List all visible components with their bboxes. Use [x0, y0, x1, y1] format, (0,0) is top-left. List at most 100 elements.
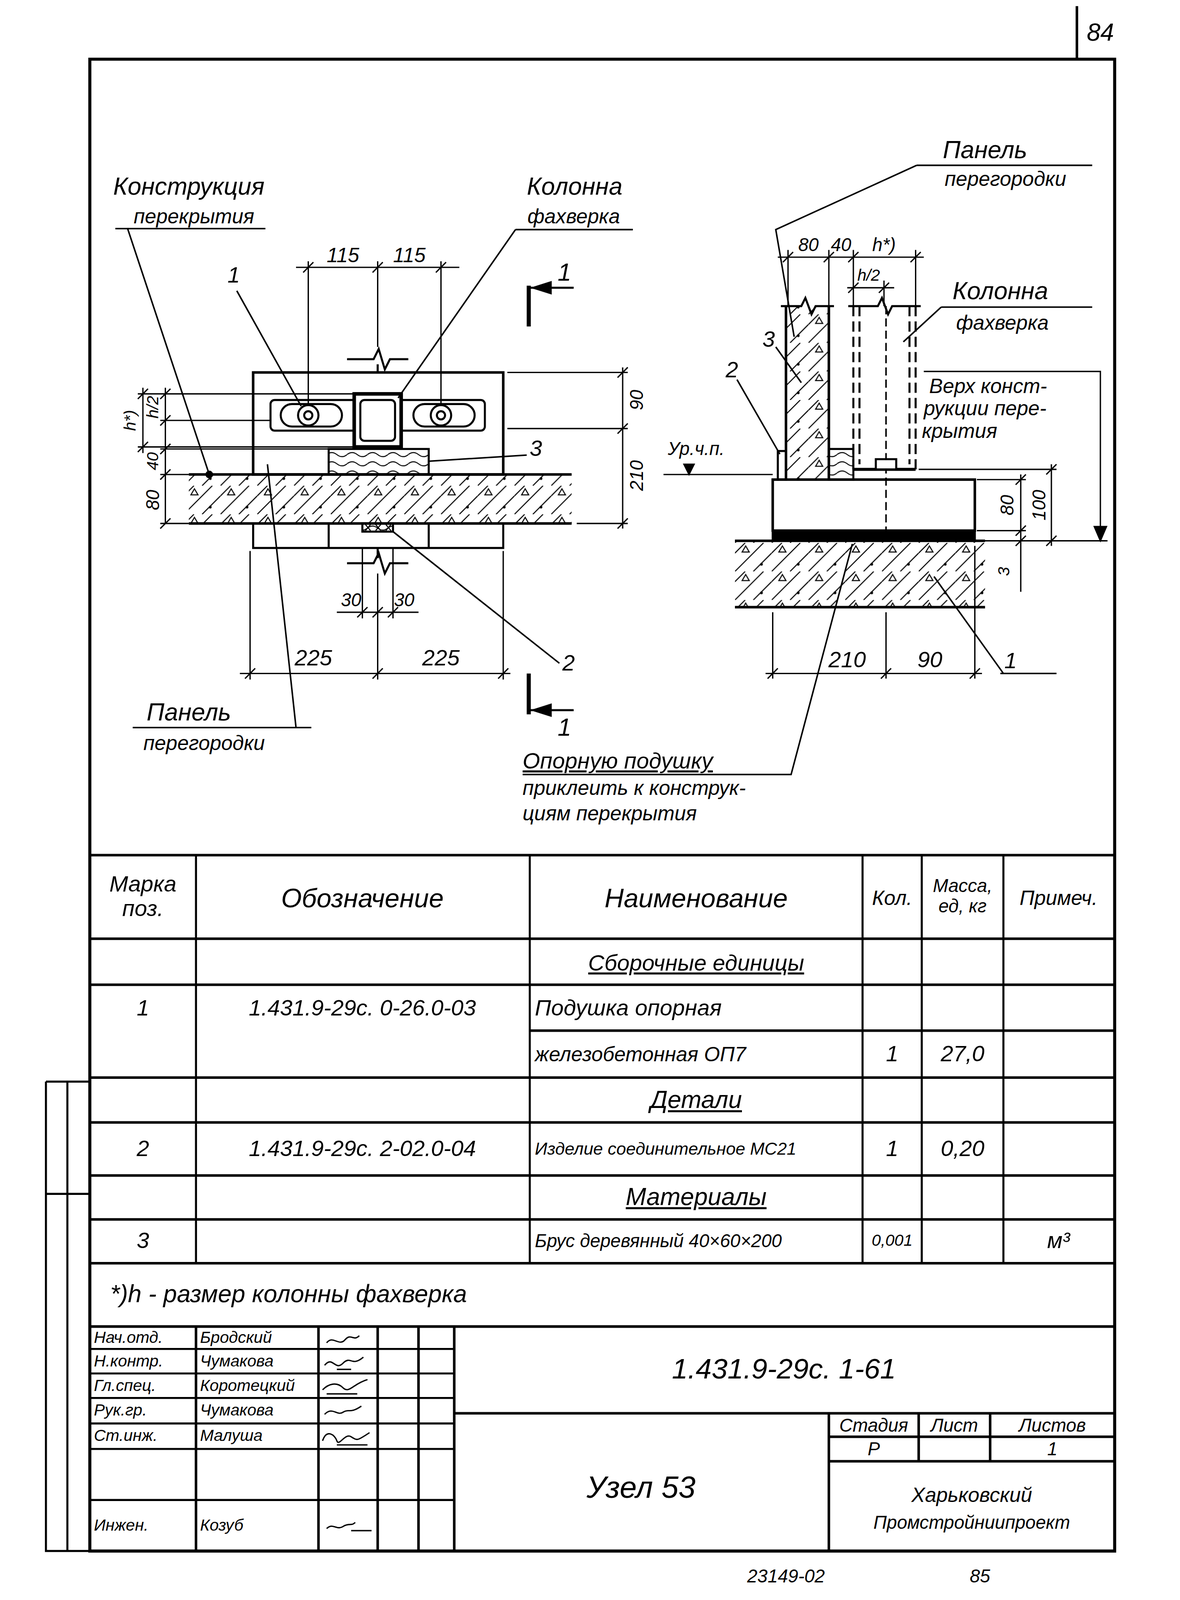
drawing-label: Колонна	[526, 174, 623, 199]
drawing-label: 2	[725, 359, 739, 383]
plan-dimensions-part	[296, 261, 460, 405]
drawing-label: 80	[798, 235, 819, 255]
section-side-view-part	[785, 306, 829, 480]
table-header: Примеч.	[1019, 888, 1098, 909]
title-block-text: Узел 53	[586, 1472, 696, 1504]
drawing-label: 84	[1086, 20, 1114, 45]
sheet-frame	[45, 6, 1115, 1552]
drawing-label: 90	[627, 389, 647, 411]
section-plan-view-part	[354, 394, 402, 448]
drawing-label: Конструкция	[113, 174, 265, 199]
section-plan-view-part	[430, 405, 451, 426]
plan-leaders-part	[132, 464, 312, 728]
drawing-label: 100	[1030, 489, 1049, 521]
drawing-label: Панель	[942, 137, 1027, 163]
title-block-text: Малуша	[200, 1427, 263, 1445]
plan-dimensions-part	[137, 389, 171, 529]
section-plan-view-part	[360, 400, 396, 441]
table-cell: 1	[136, 997, 149, 1020]
drawing-label: 30	[394, 591, 415, 610]
plan-leaders-part	[236, 290, 302, 407]
side-dimensions-part	[1015, 464, 1057, 547]
signatures-part	[326, 1335, 360, 1343]
signatures-part	[322, 1379, 368, 1395]
plan-dimensions-part	[617, 367, 628, 529]
section-plan-view	[188, 349, 572, 574]
title-block-text: 1	[1047, 1440, 1058, 1459]
title-block-grid-part	[196, 1327, 455, 1552]
table-cell: Брус деревянный 40×60×200	[534, 1231, 782, 1251]
drawing-label: фахверка	[956, 312, 1049, 333]
section-plan-view-part	[188, 474, 572, 524]
drawing-label: 1	[557, 715, 572, 741]
plan-dimensions-part	[357, 607, 398, 618]
drawing-label: 1	[1004, 650, 1017, 674]
title-block-text: Харьковский	[911, 1485, 1032, 1506]
table-cell: железобетонная ОП7	[534, 1044, 746, 1065]
section-side-view-part	[853, 306, 916, 470]
title-block-text: Н.контр.	[93, 1353, 164, 1370]
drawing-label: h/2	[857, 267, 880, 284]
sheet-frame-part	[45, 1081, 90, 1552]
title-block-text: Нач.отд.	[93, 1329, 163, 1347]
drawing-label: Ур.ч.п.	[667, 439, 725, 459]
title-block-text: Чумакова	[200, 1353, 274, 1370]
signatures-part	[324, 1357, 364, 1370]
plan-dimensions-part	[240, 551, 511, 680]
table-cell: 1	[885, 1043, 899, 1066]
title-block-text: Лист	[930, 1416, 978, 1436]
drawing-label: перекрытия	[133, 206, 255, 227]
section-side-view-part	[778, 450, 787, 480]
side-dimensions-part	[663, 474, 773, 476]
section-side-view-part	[885, 306, 887, 542]
drawing-label: 225	[422, 647, 460, 670]
table-cell: 1.431.9-29с. 2-02.0-04	[248, 1137, 476, 1161]
drawing-label: 40	[830, 235, 852, 255]
sheet-frame-part	[89, 59, 1115, 1552]
signatures-part	[326, 1522, 372, 1532]
spec-table-grid-part	[196, 855, 1004, 1264]
section-side-view-part	[875, 459, 896, 470]
plan-dimensions-part	[137, 394, 355, 524]
drawing-label: h*)	[122, 410, 139, 432]
drawing-label: 3	[529, 438, 543, 461]
side-dimensions-part	[847, 282, 895, 293]
drawing-label: h*)	[872, 235, 896, 255]
plan-leaders-part	[206, 471, 213, 478]
table-cell: 3	[136, 1229, 149, 1253]
table-cell: Материалы	[625, 1185, 767, 1210]
title-block-grid	[89, 1327, 1115, 1552]
plan-leaders-part	[398, 229, 634, 398]
drawing-label: 225	[294, 647, 333, 670]
signatures-part	[322, 1433, 370, 1446]
title-block-text: Бродский	[200, 1329, 272, 1347]
table-header: Обозначение	[281, 884, 444, 912]
side-dimensions-part	[765, 546, 983, 680]
section-plan-view-part	[188, 474, 572, 524]
section-plan-view-part	[346, 548, 408, 574]
plan-leaders-part	[115, 228, 266, 475]
table-cell: Подушка опорная	[534, 997, 722, 1020]
drawing-label: 3	[996, 567, 1013, 577]
drawing-label: h/2	[144, 395, 161, 419]
plan-dimensions-part	[142, 388, 166, 524]
drawing-label: 30	[340, 591, 362, 610]
drawing-label: 2	[562, 652, 575, 675]
plan-dimensions	[137, 261, 628, 680]
section-marks-part	[526, 285, 532, 715]
drawing-label: 210	[828, 648, 866, 672]
side-leaders-part	[775, 165, 1093, 337]
drawing-label: рукции пере-	[923, 398, 1047, 419]
section-plan-view-part	[253, 523, 504, 549]
drawing-label: 40	[144, 452, 161, 471]
plan-leaders	[115, 228, 633, 728]
drawing-label: 80	[143, 489, 163, 511]
section-side-view-part	[785, 306, 829, 480]
plan-leaders-part	[428, 455, 527, 462]
side-dimensions-part	[923, 371, 1101, 531]
title-block-text: Ст.инж.	[93, 1427, 158, 1445]
side-leaders-part	[903, 307, 1093, 342]
table-cell: Детали	[650, 1087, 742, 1113]
